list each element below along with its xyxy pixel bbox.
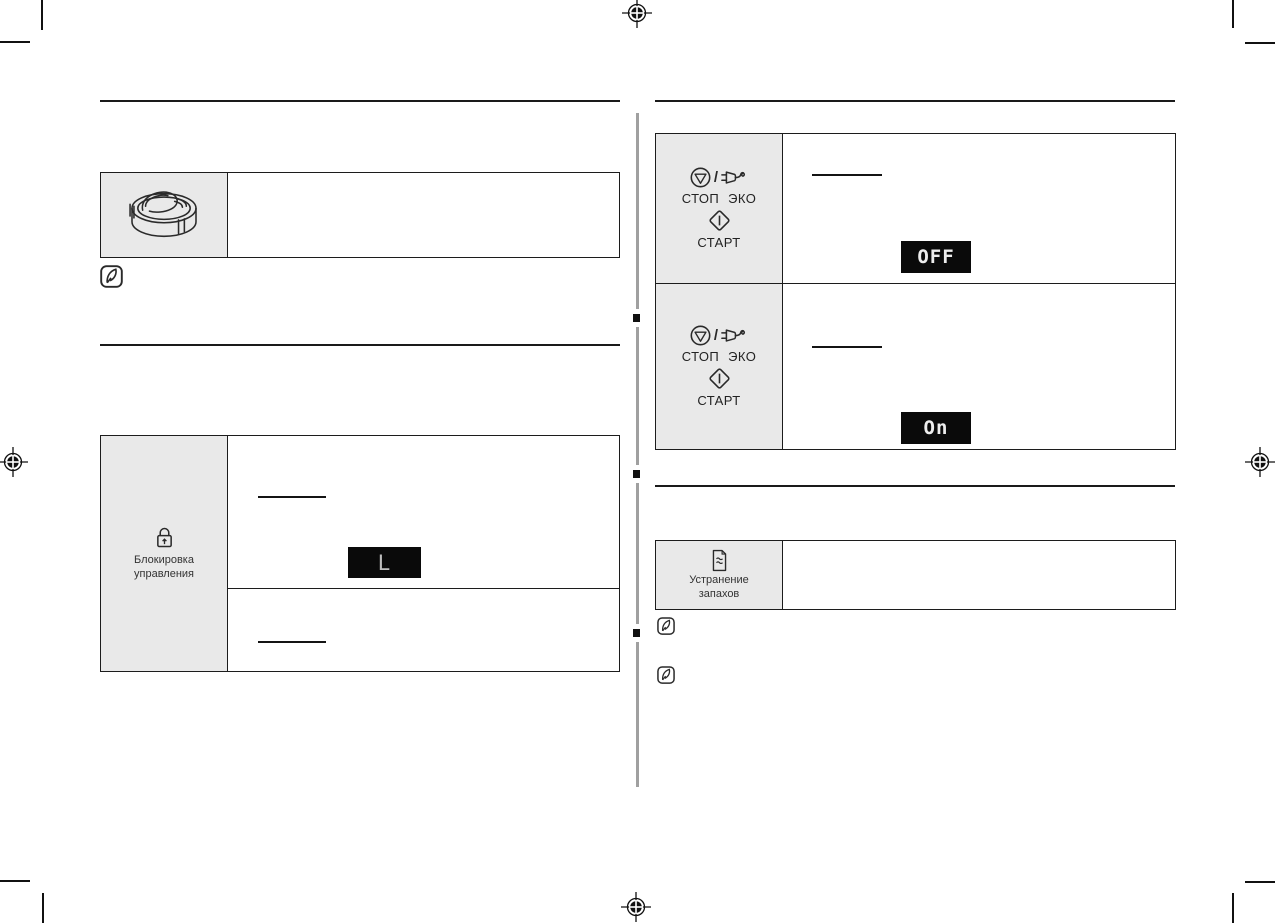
steam-cleaner-table <box>100 172 620 258</box>
steam-cleaner-text-cell <box>228 173 619 257</box>
stop-icon <box>690 167 711 188</box>
start-label: СТАРТ <box>697 393 741 408</box>
display-readout: On <box>901 412 971 444</box>
registration-mark-icon <box>621 892 651 922</box>
note-pencil-icon <box>657 617 675 635</box>
start-icon <box>708 368 730 389</box>
eco-row-off: / СТОП ЭКО СТА <box>656 134 1175 284</box>
control-lock-table: Блокировка управления L <box>100 435 620 672</box>
crop-mark <box>41 0 43 30</box>
control-lock-row-divider <box>228 588 619 589</box>
section-rule <box>100 344 620 346</box>
registration-mark-icon <box>0 447 28 477</box>
blank-term-underline <box>258 496 326 498</box>
crop-mark <box>1245 881 1275 883</box>
print-mark-square <box>633 470 640 478</box>
blank-term-underline <box>812 174 882 176</box>
steam-cleaner-drawing <box>129 191 197 238</box>
stop-eco-button-cell: / СТОП ЭКО СТА <box>656 284 783 449</box>
blank-term-underline <box>258 641 326 643</box>
slash-separator: / <box>713 327 719 344</box>
note-pencil-icon <box>657 666 675 684</box>
odor-removal-table: Устранение запахов <box>655 540 1176 610</box>
crop-mark <box>1245 42 1275 44</box>
crop-mark <box>0 41 30 43</box>
control-lock-label: Блокировка управления <box>134 554 194 580</box>
stop-eco-label: СТОП ЭКО <box>681 191 757 206</box>
odor-removal-text-cell <box>783 541 1175 609</box>
registration-mark-icon <box>1245 447 1275 477</box>
column-divider <box>636 642 639 787</box>
start-icon <box>708 210 730 231</box>
odor-removal-label: Устранение запахов <box>689 573 749 600</box>
crop-mark <box>1232 0 1234 28</box>
column-divider <box>636 483 639 624</box>
control-lock-label-cell: Блокировка управления <box>101 436 228 671</box>
print-mark-square <box>633 314 640 322</box>
slash-separator: / <box>713 169 719 186</box>
eco-row-on: / СТОП ЭКО СТА <box>656 284 1175 449</box>
crop-mark <box>1232 893 1234 923</box>
crop-mark <box>0 880 30 882</box>
padlock-icon <box>156 527 172 548</box>
steam-cleaner-image-cell <box>101 173 228 257</box>
odor-removal-label-cell: Устранение запахов <box>656 541 783 609</box>
eco-plug-icon <box>721 328 746 342</box>
note-pencil-icon <box>100 265 123 288</box>
print-mark-square <box>633 629 640 637</box>
start-label: СТАРТ <box>697 235 741 250</box>
registration-mark-icon <box>622 0 652 28</box>
stop-eco-label: СТОП ЭКО <box>681 349 757 364</box>
crop-mark <box>42 893 44 923</box>
section-rule <box>655 100 1175 102</box>
column-divider <box>636 327 639 465</box>
section-rule <box>655 485 1175 487</box>
stop-icon <box>690 325 711 346</box>
eco-mode-table: / СТОП ЭКО СТА <box>655 133 1176 450</box>
stop-eco-button-cell: / СТОП ЭКО СТА <box>656 134 783 283</box>
display-readout: L <box>348 547 421 578</box>
blank-term-underline <box>812 346 882 348</box>
column-divider <box>636 113 639 309</box>
display-readout: OFF <box>901 241 971 273</box>
odor-steam-icon <box>712 549 726 571</box>
section-rule <box>100 100 620 102</box>
eco-plug-icon <box>721 170 746 184</box>
